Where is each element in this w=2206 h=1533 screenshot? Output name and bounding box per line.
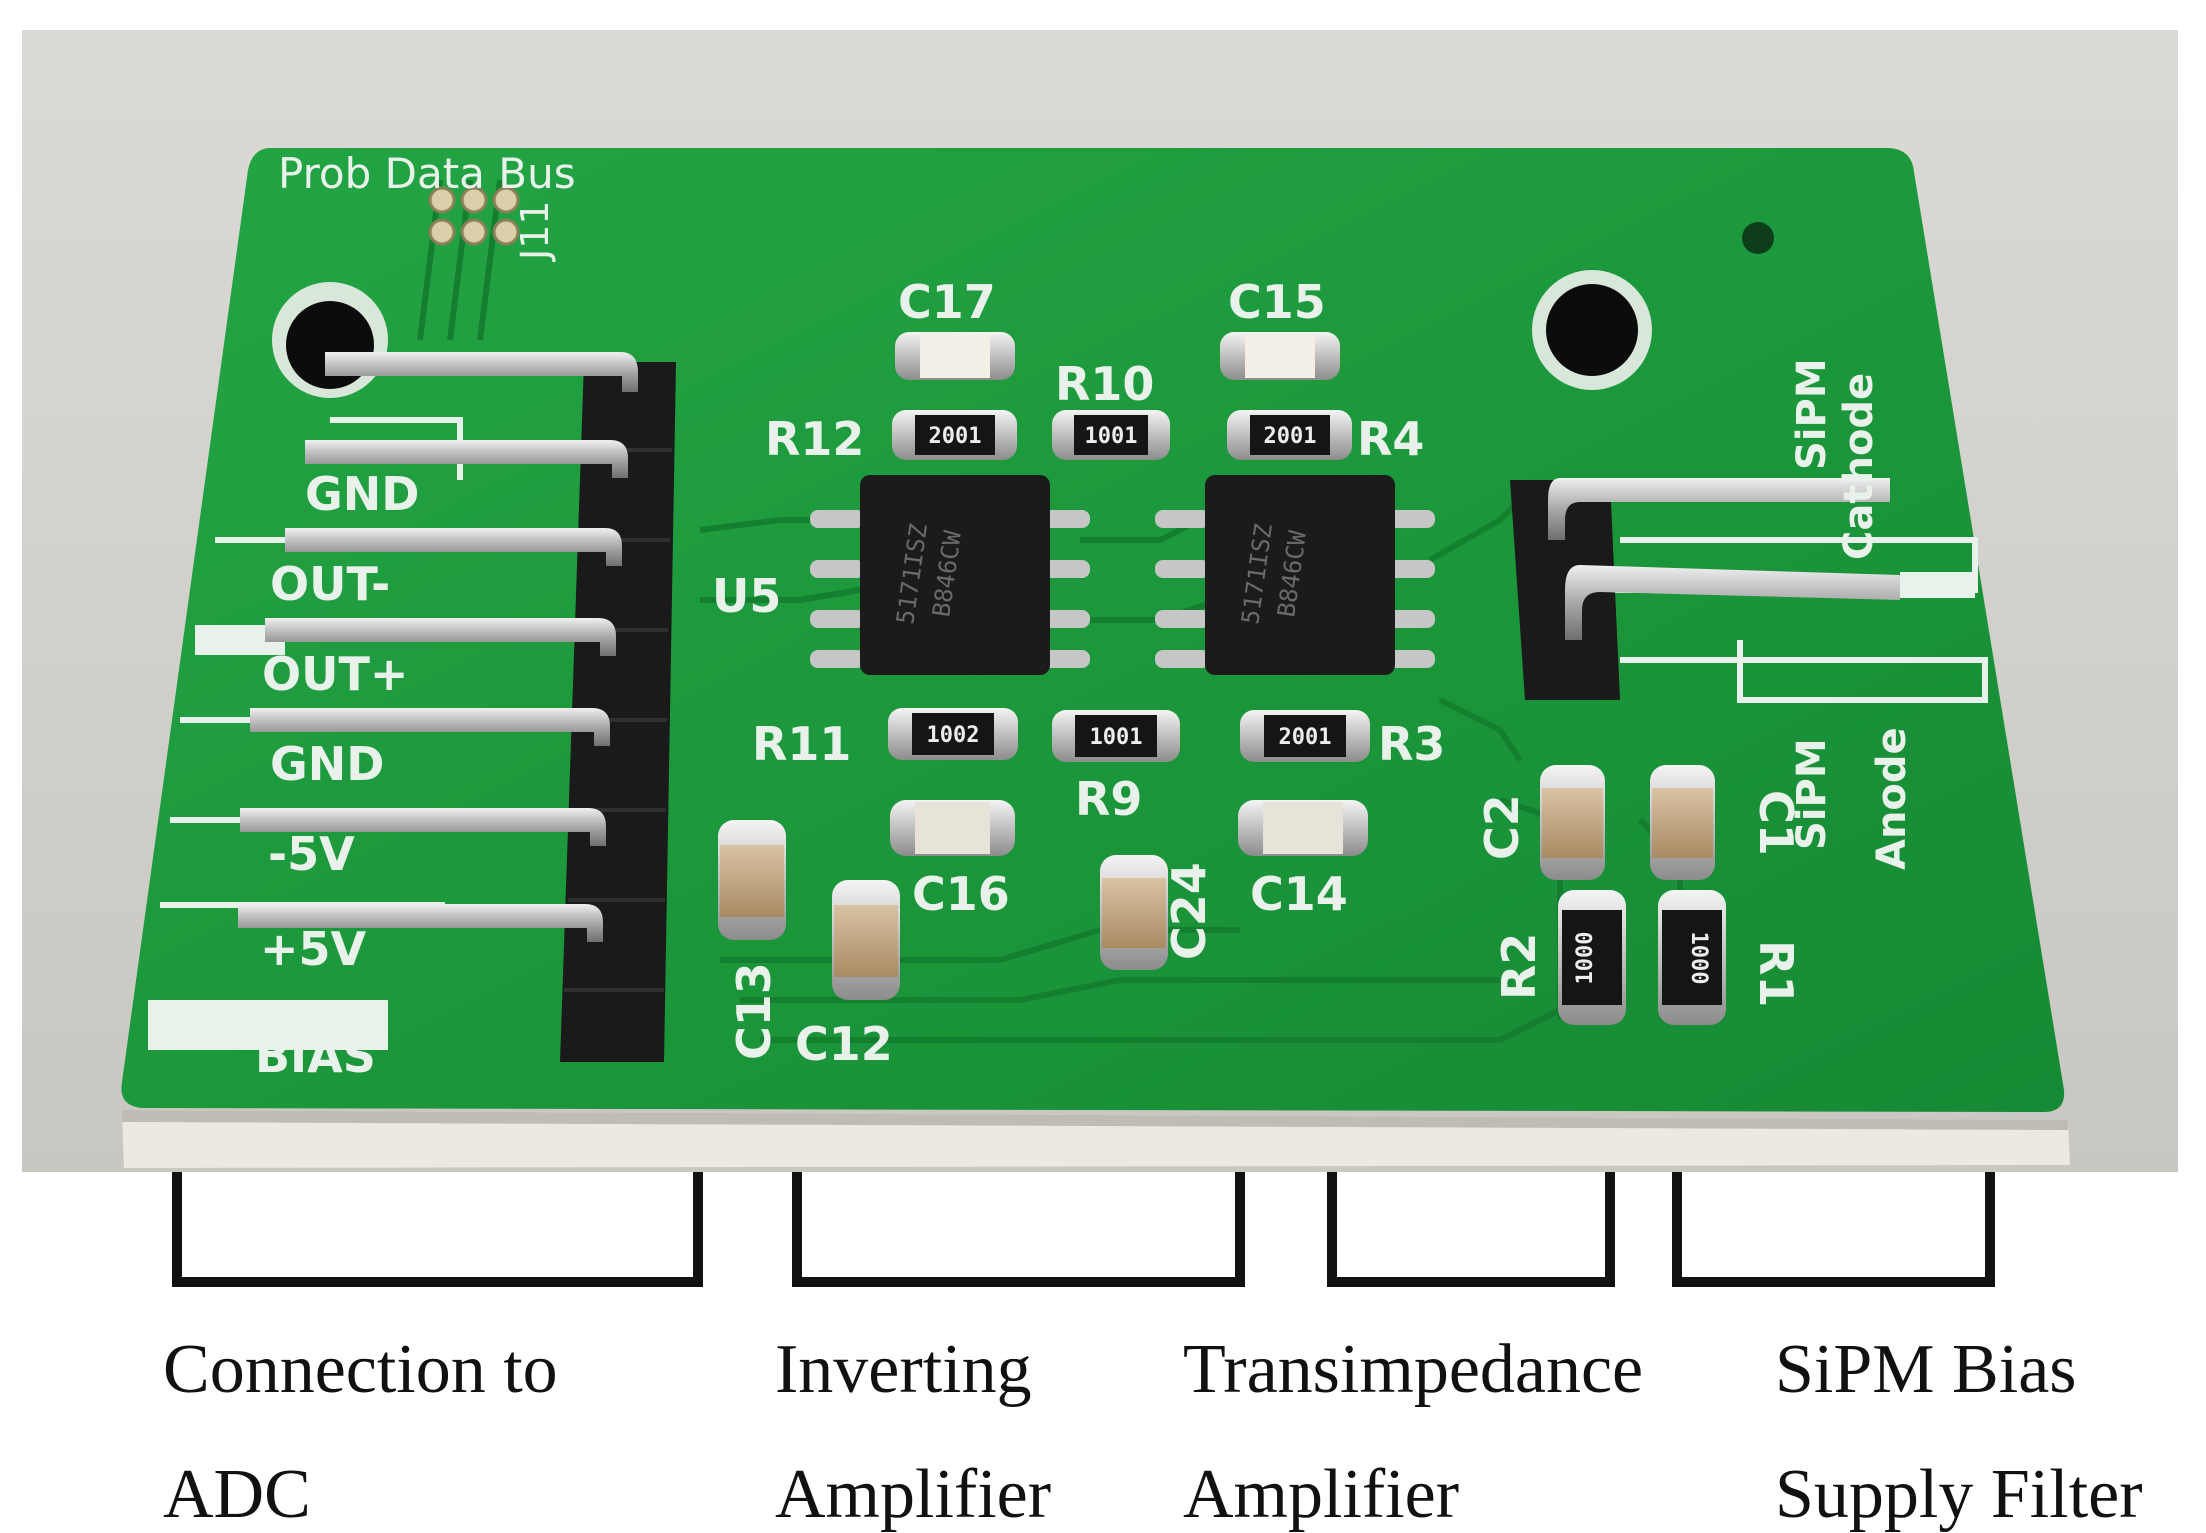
silk-c2: C2 [1475,794,1529,860]
silk-pos-5v: +5V [260,922,367,976]
silk-r9: R9 [1075,772,1142,826]
caption-transimpedance-line2: Amplifier [1183,1456,1460,1533]
silk-sipm-cathode-1: SiPM [1789,358,1835,470]
silk-neg-5v: -5V [268,827,355,881]
silk-r3: R3 [1378,717,1445,771]
silk-c15: C15 [1228,275,1326,329]
silk-c13: C13 [727,962,781,1060]
silk-c14: C14 [1250,867,1348,921]
silk-c12: C12 [795,1017,893,1071]
op-amp-chips [810,475,1435,675]
silk-sipm-anode-1: SiPM [1789,738,1835,850]
silk-sipm-cathode-2: Cathode [1836,373,1882,560]
bracket-bias-filter [1672,1172,1995,1287]
caption-inverting-line1: Inverting [775,1331,1032,1408]
caption-bias-line1: SiPM Bias [1775,1331,2077,1408]
bracket-adc [172,1172,703,1287]
caption-adc-line1: Connection to [163,1331,558,1408]
silk-r1: R1 [1749,940,1803,1007]
silk-r10: R10 [1055,357,1154,411]
caption-transimpedance-line1: Transimpedance [1183,1331,1644,1408]
r2-code: 1000 [1573,932,1598,985]
bracket-transimpedance [1327,1172,1615,1287]
silk-c24: C24 [1162,862,1216,960]
resistors [888,410,1726,1025]
silk-u5: U5 [712,569,781,623]
r4-code: 2001 [1264,424,1317,449]
silk-j11: J11 [513,200,557,262]
silk-prob-data-bus: Prob Data Bus [278,149,576,198]
silk-c1: C1 [1749,790,1803,856]
r1-code: 1000 [1686,932,1711,985]
r12-code: 2001 [929,424,982,449]
r10-code: 1001 [1085,424,1138,449]
silk-bias: BIAS [255,1029,376,1083]
silk-r11: R11 [752,717,851,771]
r3-code: 2001 [1279,725,1332,750]
bracket-inverting [792,1172,1245,1287]
j11-pads [428,186,520,246]
r9-code: 1001 [1090,725,1143,750]
adc-header-pins [238,352,638,942]
silk-r4: R4 [1357,412,1424,466]
sipm-connector [1510,478,1900,700]
silk-c16: C16 [912,867,1010,921]
silk-gnd-1: GND [305,467,419,521]
caption-adc-line2: ADC [163,1456,311,1533]
silk-r2: R2 [1492,933,1546,1000]
silk-sipm-anode-2: Anode [1869,727,1915,870]
caption-bias-line2: Supply Filter [1775,1456,2143,1533]
silk-gnd-2: GND [270,737,384,791]
capacitors [718,332,1715,1000]
annotation-brackets [172,1172,1995,1287]
silk-out-plus: OUT+ [262,647,408,701]
silk-r12: R12 [765,412,864,466]
r11-code: 1002 [927,723,980,748]
silk-c17: C17 [898,275,996,329]
silk-out-minus: OUT- [270,557,390,611]
caption-inverting-line2: Amplifier [775,1456,1052,1533]
